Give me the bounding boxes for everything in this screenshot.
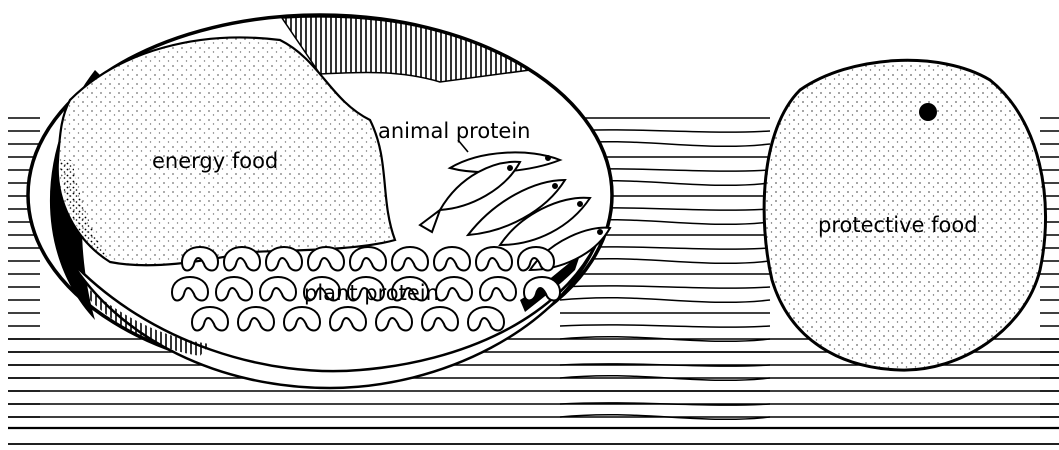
wood-grain-line [8,416,1059,417]
label-plant-protein: plant protein [304,281,439,305]
label-animal-protein: animal protein [378,119,531,143]
wood-grain-line [8,403,1059,404]
wood-grain-line [8,390,1059,391]
label-protective-food: protective food [818,213,978,237]
label-energy-food: energy food [152,149,278,173]
orange-stem-spot [919,103,937,121]
wood-grain-line [8,377,1059,378]
